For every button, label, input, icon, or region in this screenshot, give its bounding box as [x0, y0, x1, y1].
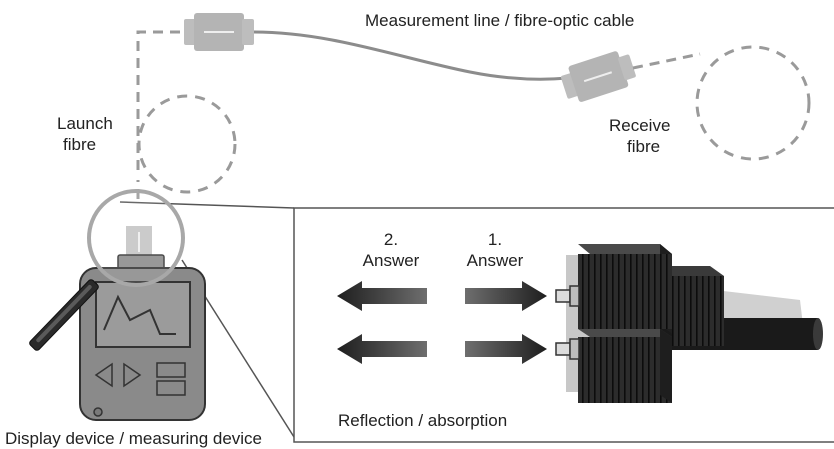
- answer-1-number: 1.: [487, 230, 503, 249]
- launch-fibre-label-line2: fibre: [63, 135, 97, 154]
- arrow-right-button-icon: [123, 362, 142, 388]
- answer-2-number: 2.: [383, 230, 399, 249]
- connector-right: [560, 51, 636, 102]
- ferrule-lower: [555, 342, 571, 356]
- launch-fibre-coil: [137, 94, 237, 194]
- measuring-device: [79, 226, 206, 421]
- receive-fibre-label-line2: fibre: [627, 137, 661, 156]
- answer-1-arrow-upper: [465, 281, 547, 311]
- device-button-bottom: [156, 380, 186, 396]
- answer-2-label: Answer: [362, 251, 420, 270]
- measurement-line-label: Measurement line / fibre-optic cable: [365, 11, 635, 30]
- reflection-label: Reflection / absorption: [338, 411, 508, 430]
- measurement-fibre: [253, 30, 569, 81]
- connector-upper: [578, 254, 672, 329]
- trace-line: [103, 294, 176, 335]
- signal-arrows: [337, 281, 547, 364]
- answer-2-arrow-upper: [337, 281, 427, 311]
- receive-fibre-label-line1: Receive: [609, 116, 671, 135]
- receive-fibre-route: [632, 45, 811, 161]
- answer-2-arrow-lower: [337, 334, 427, 364]
- arrow-left-button-icon: [94, 362, 113, 388]
- launch-fibre-route: [136, 30, 237, 199]
- device-button-top: [156, 362, 186, 378]
- magnifier-icon: [29, 189, 185, 351]
- fibre-connector-assembly: [555, 244, 823, 403]
- device-label: Display device / measuring device: [5, 429, 263, 448]
- device-led: [93, 407, 103, 417]
- launch-fibre-label-line1: Launch: [57, 114, 113, 133]
- ferrule-upper: [555, 289, 571, 303]
- receive-fibre-coil: [695, 45, 811, 161]
- connector-lower: [578, 337, 672, 403]
- answer-1-arrow-lower: [465, 334, 547, 364]
- answer-1-label: Answer: [466, 251, 524, 270]
- connector-left: [184, 13, 254, 51]
